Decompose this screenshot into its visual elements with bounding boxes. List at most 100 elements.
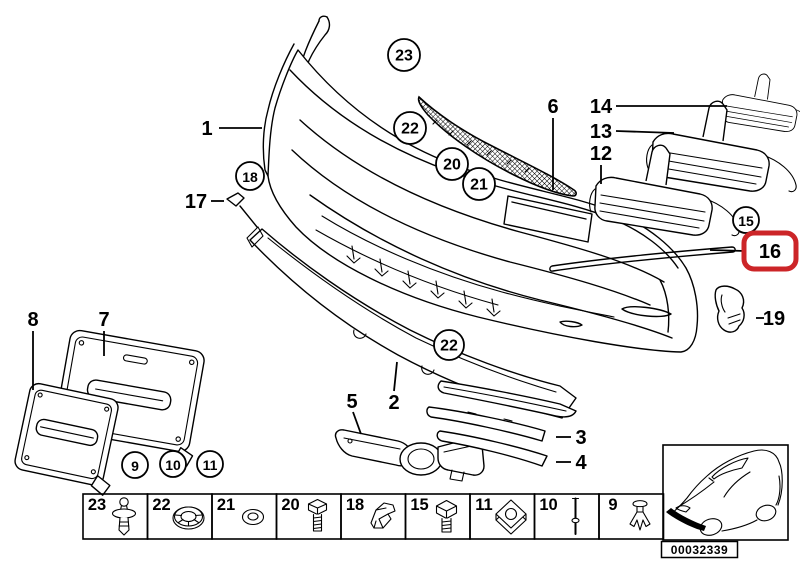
plate-filler-8-drawing — [14, 382, 119, 496]
callout-leader-line — [709, 249, 746, 252]
callout-circle — [462, 167, 496, 201]
callout-23-circle[interactable]: 23 — [387, 38, 421, 72]
callout-label: 22 — [440, 338, 458, 355]
car-inset: 00032339 — [660, 444, 789, 559]
highlighted-bumper-area — [666, 508, 706, 531]
hex-bolt-short-icon — [435, 499, 458, 533]
callout-label: 18 — [242, 169, 258, 185]
legend-cell-18[interactable]: 18 — [340, 493, 407, 540]
callout-circle — [196, 450, 224, 478]
trim-strips-drawing — [426, 380, 577, 467]
grommet-icon — [172, 506, 205, 530]
expanding-rivet-icon — [111, 497, 137, 536]
callout-label: 3 — [575, 427, 586, 449]
legend-part-number: 18 — [346, 496, 364, 514]
callout-label: 15 — [738, 213, 754, 229]
callout-11-circle[interactable]: 11 — [196, 450, 224, 478]
legend-cell-15[interactable]: 15 — [404, 493, 471, 540]
callout-circle — [121, 451, 149, 479]
legend-cell-22[interactable]: 22 — [146, 493, 213, 540]
callout-12-plain[interactable]: 12 — [590, 143, 612, 184]
legend-part-number: 15 — [410, 496, 428, 514]
callout-21-circle[interactable]: 21 — [462, 167, 496, 201]
callout-label: 4 — [575, 452, 587, 474]
legend-part-number: 22 — [152, 496, 170, 514]
callout-circle — [393, 111, 427, 145]
callout-label: 17 — [185, 191, 207, 213]
legend-part-number: 10 — [539, 496, 557, 514]
bumper-cover-drawing — [262, 43, 699, 353]
callout-16-highlight[interactable]: 16 — [709, 230, 799, 272]
bracket-19-drawing — [714, 285, 745, 333]
callout-18-circle[interactable]: 18 — [235, 161, 265, 191]
callout-circle — [732, 206, 760, 234]
diagram-code: 00032339 — [671, 543, 728, 557]
callout-label: 6 — [547, 96, 558, 118]
legend-part-number: 21 — [217, 496, 235, 514]
callout-1-plain[interactable]: 1 — [201, 118, 262, 140]
callout-label: 19 — [763, 308, 785, 330]
callout-label: 20 — [443, 157, 461, 174]
callout-6-plain[interactable]: 6 — [547, 96, 559, 190]
callout-22-circle[interactable]: 22 — [433, 329, 465, 361]
callout-circle — [159, 450, 187, 478]
clip-bracket-icon — [370, 502, 396, 529]
callout-22-circle[interactable]: 22 — [393, 111, 427, 145]
legend-cell-21[interactable]: 21 — [211, 493, 278, 540]
callout-circle — [387, 38, 421, 72]
legend-cell-10[interactable]: 10 — [533, 493, 600, 540]
callout-13-plain[interactable]: 13 — [590, 121, 675, 143]
callout-4-plain[interactable]: 4 — [556, 452, 587, 474]
callout-label: 9 — [131, 458, 139, 474]
hex-bolt-long-icon — [307, 498, 328, 532]
callout-label: 21 — [470, 177, 488, 194]
callout-15-circle[interactable]: 15 — [732, 206, 760, 234]
callout-label: 13 — [590, 121, 612, 143]
callout-label: 11 — [203, 457, 218, 473]
side-grilles-drawing — [588, 73, 800, 237]
callout-10-circle[interactable]: 10 — [159, 450, 187, 478]
car-outline-drawing — [666, 449, 783, 536]
callout-7-plain[interactable]: 7 — [98, 309, 110, 356]
expansion-rivet-icon — [629, 500, 651, 531]
callout-3-plain[interactable]: 3 — [556, 427, 587, 449]
callout-label: 2 — [388, 392, 399, 414]
legend-part-number: 9 — [608, 496, 617, 514]
legend-part-number: 20 — [281, 496, 299, 514]
washer-icon — [241, 508, 265, 526]
callout-label: 23 — [395, 48, 413, 65]
towing-cap-17-drawing — [226, 192, 258, 228]
callout-17-plain[interactable]: 17 — [185, 191, 224, 213]
callout-label: 14 — [590, 96, 613, 118]
callout-20-circle[interactable]: 20 — [435, 147, 469, 181]
legend-cell-11[interactable]: 11 — [469, 493, 536, 540]
pin-icon — [571, 497, 580, 535]
callout-label: 8 — [27, 309, 38, 331]
callout-9-circle[interactable]: 9 — [121, 451, 149, 479]
mesh-grille-drawing — [417, 95, 577, 197]
callout-5-plain[interactable]: 5 — [346, 391, 362, 435]
legend-cell-border — [598, 493, 665, 540]
callout-label: 16 — [759, 241, 781, 263]
callout-2-plain[interactable]: 2 — [388, 361, 400, 414]
callout-19-plain[interactable]: 19 — [756, 308, 785, 330]
callout-label: 1 — [201, 118, 212, 140]
callout-circle — [433, 329, 465, 361]
callout-circle — [235, 161, 265, 191]
callout-leader-line — [352, 411, 362, 435]
callout-label: 7 — [98, 309, 109, 331]
legend-cell-9[interactable]: 9 — [598, 493, 665, 540]
moulding-strip-16-drawing — [549, 246, 736, 272]
callout-8-plain[interactable]: 8 — [27, 309, 39, 390]
legend-cell-23[interactable]: 23 — [82, 493, 149, 540]
clip-nut-icon — [495, 499, 527, 535]
highlight-box — [741, 230, 799, 272]
legend-part-number: 23 — [88, 496, 106, 514]
callout-14-plain[interactable]: 14 — [590, 96, 727, 118]
callout-leader-line — [615, 130, 675, 134]
legend-cell-20[interactable]: 20 — [275, 493, 342, 540]
